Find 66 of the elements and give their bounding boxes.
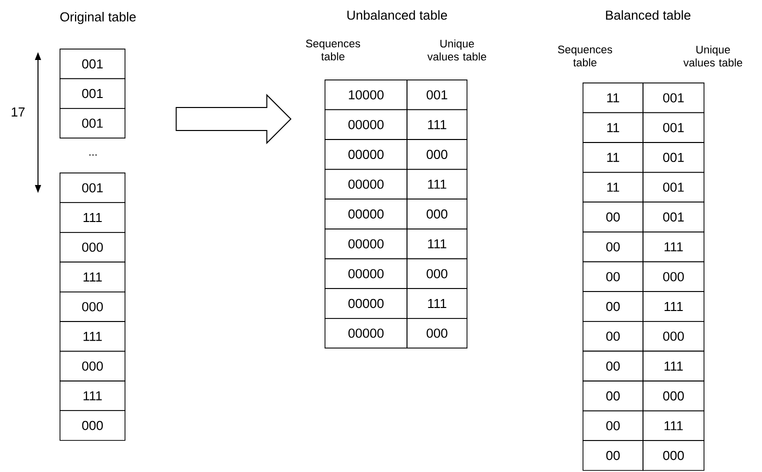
table-cell: 001 (642, 112, 704, 143)
table-cell: 001 (60, 48, 126, 80)
table-cell: 001 (642, 172, 704, 202)
table-cell: 10000 (324, 80, 408, 110)
table-cell: 11 (582, 142, 644, 173)
dimension-label: 17 (12, 108, 25, 116)
table-cell: 111 (406, 109, 468, 140)
table-cell: 00000 (324, 288, 408, 319)
column-header: Sequences table (306, 40, 360, 60)
table-cell: 00 (582, 440, 644, 471)
table-cell: 111 (60, 262, 126, 292)
column-header: Unique values table (683, 45, 742, 67)
table-cell: 00000 (324, 258, 408, 289)
table-cell: 001 (60, 108, 126, 138)
table-cell: 11 (582, 82, 644, 114)
table-cell: 001 (642, 82, 704, 114)
table-cell: 000 (642, 440, 704, 471)
table-cell: 000 (642, 261, 704, 292)
table-cell: 000 (642, 320, 704, 352)
table-cell: 00000 (324, 228, 408, 260)
table-cell: 00 (582, 350, 644, 382)
column-header: Unique values table (427, 39, 486, 61)
table-cell: 111 (642, 410, 704, 441)
table-cell: 000 (406, 258, 468, 289)
table-cell: 00 (582, 320, 644, 352)
table-cell: 11 (582, 172, 644, 202)
table-cell: 11 (582, 112, 644, 143)
table-cell: 111 (642, 291, 704, 322)
table-cell: 111 (60, 321, 126, 352)
ellipsis: ... (89, 154, 97, 156)
table-cell: 00000 (324, 139, 408, 170)
table-cell: 001 (406, 80, 468, 110)
table-cell: 00 (582, 380, 644, 412)
table-cell: 111 (60, 380, 126, 412)
table-cell: 001 (642, 202, 704, 232)
table-cell: 001 (60, 78, 126, 109)
table-cell: 00000 (324, 318, 408, 348)
table-cell: 00000 (324, 109, 408, 140)
table-cell: 00000 (324, 168, 408, 200)
table-cell: 111 (406, 288, 468, 319)
table-cell: 000 (60, 232, 126, 262)
table-cell: 000 (406, 318, 468, 348)
block-arrow (176, 94, 292, 144)
table-cell: 000 (60, 410, 126, 441)
table-cell: 000 (60, 350, 126, 382)
table-title: Original table (60, 12, 136, 24)
table-cell: 111 (642, 350, 704, 382)
table-cell: 111 (406, 228, 468, 260)
table-cell: 001 (60, 172, 126, 204)
column-header: Sequences table (558, 46, 612, 66)
table-title: Unbalanced table (347, 10, 447, 20)
table-cell: 111 (406, 168, 468, 200)
table-cell: 00 (582, 410, 644, 441)
table-cell: 111 (642, 232, 704, 262)
table-cell: 000 (406, 139, 468, 170)
table-title: Balanced table (606, 10, 690, 20)
table-cell: 111 (60, 202, 126, 233)
table-cell: 000 (642, 380, 704, 412)
table-cell: 000 (406, 198, 468, 230)
table-cell: 00 (582, 291, 644, 322)
table-cell: 00 (582, 232, 644, 262)
table-cell: 00 (582, 261, 644, 292)
table-cell: 00 (582, 202, 644, 232)
table-cell: 000 (60, 291, 126, 322)
table-cell: 00000 (324, 198, 408, 230)
table-cell: 001 (642, 142, 704, 173)
